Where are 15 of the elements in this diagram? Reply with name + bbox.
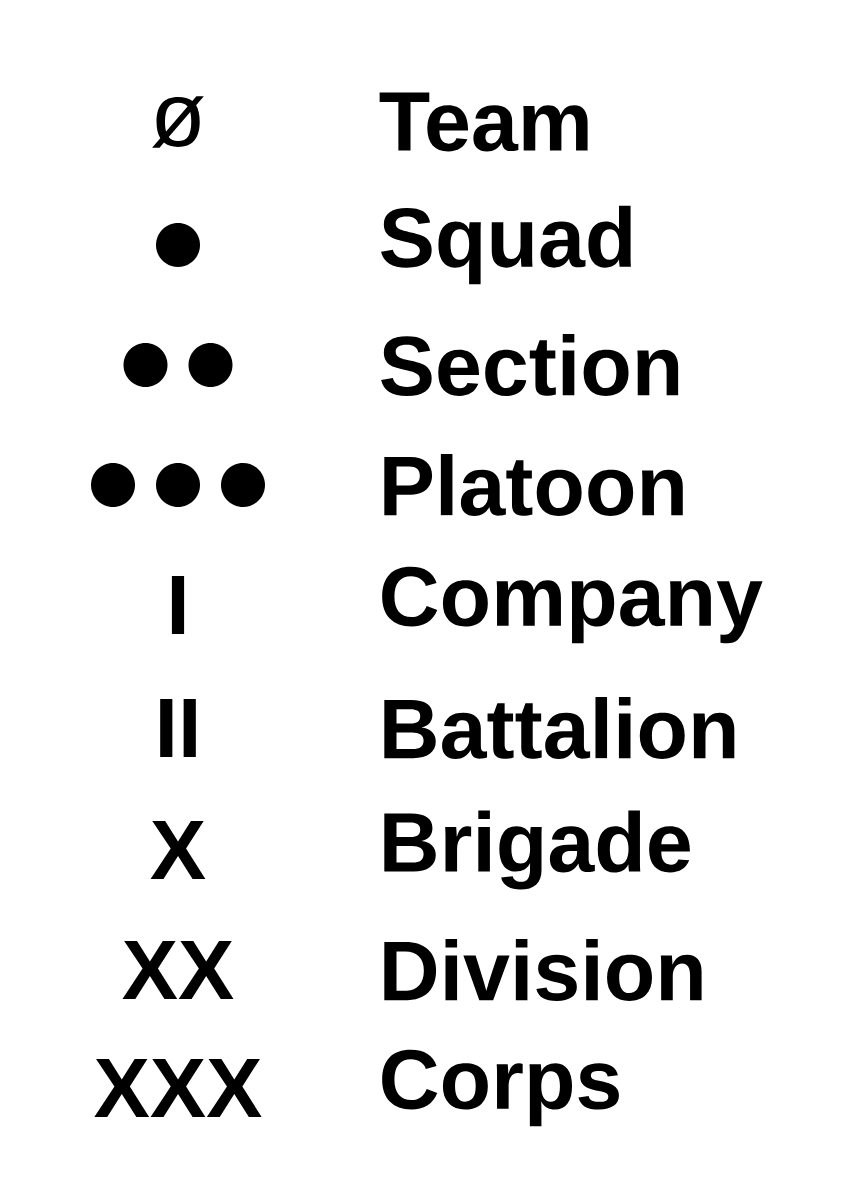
echelon-name: Corps <box>382 1049 619 1127</box>
echelon-name: Platoon <box>384 454 683 516</box>
echelon-symbol: XXX <box>94 1058 262 1117</box>
echelon-name: Section <box>381 334 679 396</box>
echelon-symbol: XX <box>122 940 234 999</box>
echelon-name: Brigade <box>384 810 690 890</box>
echelon-name: Company <box>382 566 763 644</box>
echelon-name: Division <box>384 939 702 1001</box>
echelon-symbol: ø <box>152 96 204 148</box>
echelon-name: Squad <box>381 205 631 285</box>
echelon-symbol: II <box>160 698 196 757</box>
echelon-symbol: I <box>171 575 185 634</box>
echelon-name: Team <box>379 92 588 152</box>
echelon-name: Battalion <box>384 697 735 759</box>
echelon-symbol: X <box>150 820 206 879</box>
